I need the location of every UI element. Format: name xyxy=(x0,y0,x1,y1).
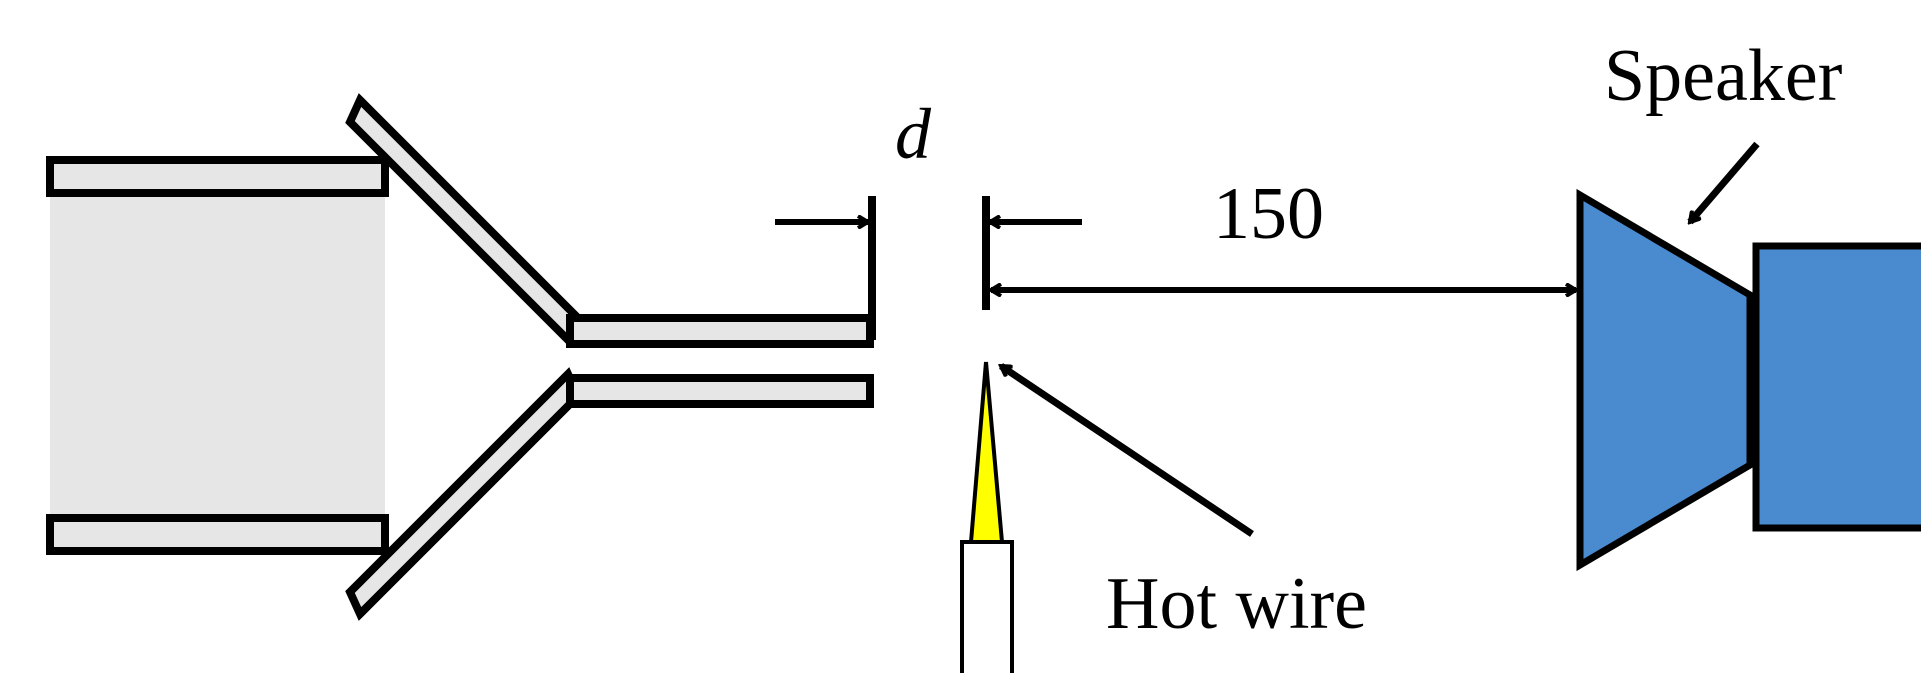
gap-label: d xyxy=(895,94,932,174)
hot-wire-pointer-arrow xyxy=(1001,363,1254,537)
contraction-nozzle xyxy=(345,93,583,621)
outlet-upper-wall xyxy=(566,314,874,348)
speaker-cone xyxy=(1576,188,1754,572)
speaker-magnet-box xyxy=(1752,242,1921,532)
speaker-label: Speaker xyxy=(1604,35,1842,117)
probe-tip xyxy=(968,361,1005,544)
hot-wire-label: Hot wire xyxy=(1106,563,1367,645)
speaker: Speaker xyxy=(1576,35,1921,572)
settling-chamber xyxy=(46,156,389,555)
distance-dimension: 150 xyxy=(991,173,1576,290)
outlet-channel xyxy=(566,314,874,408)
distance-label: 150 xyxy=(1213,173,1324,255)
speaker-pointer-arrow xyxy=(1687,141,1760,222)
hot-wire-probe: Hot wire xyxy=(960,361,1367,673)
gap-dimension: d xyxy=(775,94,1082,340)
outlet-lower-wall xyxy=(566,374,874,408)
chamber-interior xyxy=(50,195,385,515)
probe-body xyxy=(960,540,1014,673)
chamber-lower-wall xyxy=(46,514,389,555)
chamber-upper-wall xyxy=(46,156,389,197)
